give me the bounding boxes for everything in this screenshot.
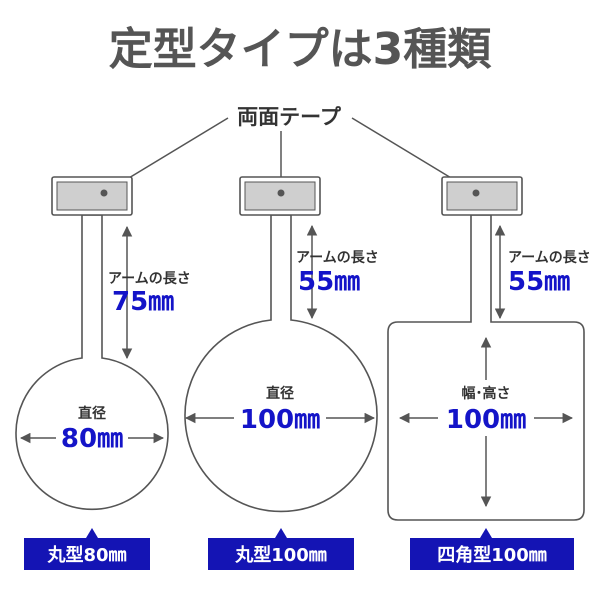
- round-80-size-label: 直径: [78, 405, 106, 422]
- square-100-size-label: 幅･高さ: [462, 385, 511, 402]
- round-100-outline: [184, 214, 378, 513]
- round-80-badge: [24, 538, 150, 570]
- square-100-badge-label: 四角型100㎜: [437, 544, 547, 566]
- shape-square-100: アームの長さ 55㎜ 幅･高さ 100㎜ 四角型100㎜: [387, 176, 591, 570]
- round-80-tape: [56, 181, 128, 211]
- square-100-size-value: 100㎜: [446, 405, 526, 435]
- shape-round-80: アームの長さ 75㎜ 直径 80㎜ 丸型80㎜: [15, 176, 191, 570]
- square-100-tape: [446, 181, 518, 211]
- round-100-badge: [208, 538, 354, 570]
- round-80-badge-label: 丸型80㎜: [46, 544, 126, 566]
- round-80-tape-dot: [100, 189, 108, 197]
- round-80-badge-pointer: [86, 528, 98, 538]
- round-100-size-value: 100㎜: [240, 405, 320, 435]
- round-100-arm-label: アームの長さ: [296, 250, 379, 266]
- square-100-badge-pointer: [480, 528, 492, 538]
- tape-label: 両面テープ: [237, 105, 342, 129]
- round-80-outline: [15, 214, 169, 511]
- round-80-arm-label: アームの長さ: [108, 271, 191, 287]
- square-100-badge: [410, 538, 574, 570]
- round-80-arm-value: 75㎜: [112, 287, 174, 317]
- shape-round-100: アームの長さ 55㎜ 直径 100㎜ 丸型100㎜: [184, 176, 379, 570]
- square-100-tape-dot: [472, 189, 480, 197]
- square-100-arm-value: 55㎜: [508, 267, 570, 297]
- square-100-arm-label: アームの長さ: [508, 250, 591, 266]
- page-title: 定型タイプは3種類: [109, 24, 493, 75]
- round-80-size-value: 80㎜: [61, 424, 123, 454]
- round-100-badge-label: 丸型100㎜: [234, 544, 327, 566]
- round-100-tape-dot: [277, 189, 285, 197]
- round-100-badge-pointer: [275, 528, 287, 538]
- round-100-size-label: 直径: [266, 385, 294, 402]
- round-100-arm-value: 55㎜: [298, 267, 360, 297]
